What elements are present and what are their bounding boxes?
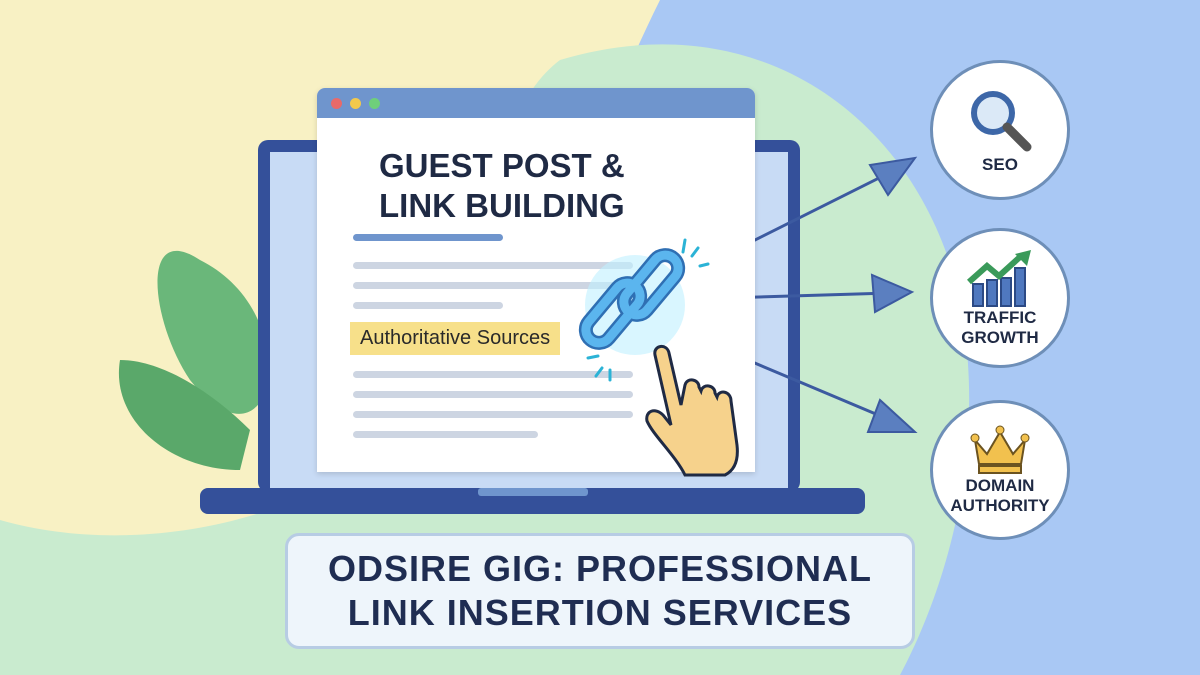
close-dot-icon: [331, 97, 342, 109]
text-line: [353, 431, 538, 438]
highlighted-anchor-text[interactable]: Authoritative Sources: [350, 322, 561, 355]
growth-chart-icon: [967, 250, 1031, 307]
leaf-decoration: [118, 250, 270, 470]
benefit-label: SEO: [982, 155, 1018, 174]
pointing-hand-icon: [645, 345, 739, 477]
minimize-dot-icon: [350, 97, 361, 109]
title-banner: ODSIRE GIG: PROFESSIONAL LINK INSERTION …: [285, 533, 915, 649]
text-line: [353, 371, 633, 378]
heading-line: [353, 234, 503, 241]
text-line: [353, 282, 633, 289]
laptop-base: [200, 488, 865, 514]
crown-icon: [970, 425, 1030, 474]
maximize-dot-icon: [369, 97, 380, 109]
text-line: [353, 411, 633, 418]
text-line: [353, 262, 633, 269]
text-line: [353, 391, 633, 398]
browser-title-bar: [317, 88, 755, 118]
magnifier-icon: [971, 91, 1032, 152]
title-line-1: GUEST POST &: [379, 147, 625, 184]
chain-link-icon[interactable]: [570, 230, 770, 480]
arrows: [711, 156, 918, 433]
sparkle-icon: [586, 238, 710, 382]
benefit-seo: SEO: [930, 60, 1070, 200]
text-line: [353, 302, 503, 309]
title-line-2: LINK BUILDING: [379, 187, 625, 224]
banner-line-1: ODSIRE GIG: PROFESSIONAL: [327, 548, 873, 589]
card-title: GUEST POST & LINK BUILDING: [379, 146, 699, 226]
banner-line-2: LINK INSERTION SERVICES: [347, 592, 853, 633]
